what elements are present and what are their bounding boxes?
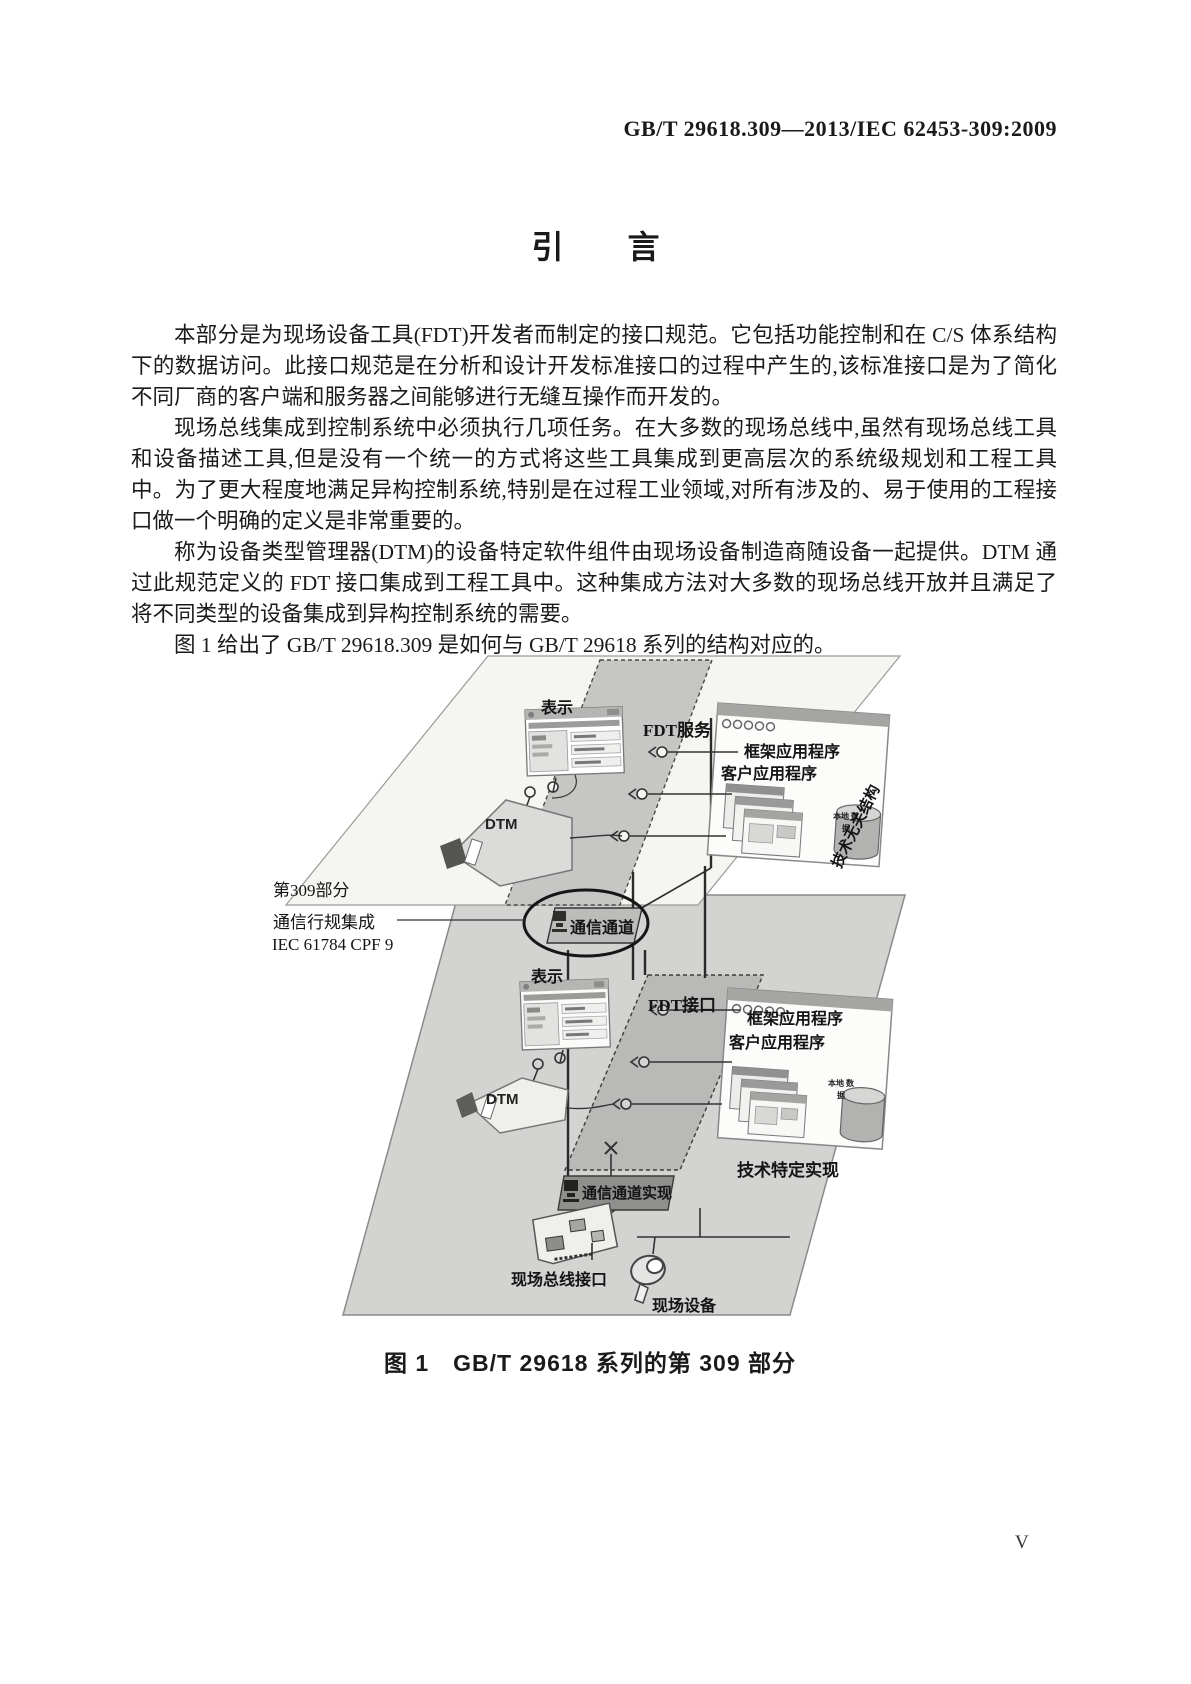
paragraph-3: 称为设备类型管理器(DTM)的设备特定软件组件由现场设备制造商随设备一起提供。D… <box>131 540 1057 626</box>
communication-channel-icon <box>522 888 650 958</box>
channel-implementation-icon <box>557 1175 675 1211</box>
window-link <box>551 774 577 799</box>
lower-local-data-label: 本地 数据 <box>828 1079 854 1100</box>
band-to-channel-line <box>637 867 712 911</box>
upper-frame-application-label: 框架应用程序 <box>744 744 841 761</box>
cascaded-windows-icon <box>722 783 804 858</box>
channel-implementation-label: 通信通道实现 <box>582 1186 673 1202</box>
upper-local-data-label: 本地 数据 <box>833 812 859 833</box>
upper-presentation-label: 表示 <box>541 700 574 717</box>
iec-61784-label: IEC 61784 CPF 9 <box>272 935 394 954</box>
dtm-arrow-icon-upper <box>440 799 573 887</box>
paragraph-2: 现场总线集成到控制系统中必须执行几项任务。在大多数的现场总线中,虽然有现场总线工… <box>131 416 1057 533</box>
lower-presentation-label: 表示 <box>531 969 564 986</box>
page-title: 引 言 <box>531 229 660 265</box>
part-309-label: 第309部分 <box>273 881 350 900</box>
paragraph-4: 图 1 给出了 GB/T 29618.309 是如何与 GB/T 29618 系… <box>174 633 836 657</box>
cascaded-windows-icon-lower <box>729 1065 808 1139</box>
upper-dtm-label: DTM <box>485 816 518 833</box>
figure-1-diagram: 表示 FDT服务 框架应用程序 客户应用程序 DTM 本地 数据 技术无关结构 … <box>270 648 1010 1348</box>
database-cylinder-icon <box>833 804 882 860</box>
interface-lollipop-icons-upper <box>523 746 738 842</box>
field-device-icon <box>630 1254 666 1304</box>
circuit-board-icon <box>531 1202 619 1265</box>
standard-number-header: GB/T 29618.309—2013/IEC 62453-309:2009 <box>623 116 1057 141</box>
frame-application-window-icon <box>706 702 891 868</box>
presentation-window-icon-lower <box>519 978 611 1051</box>
presentation-window-icon <box>524 705 625 777</box>
dtm-band-link-lower <box>565 1103 615 1110</box>
database-cylinder-icon-lower <box>839 1087 886 1143</box>
upper-client-application-label: 客户应用程序 <box>721 766 818 783</box>
figure-caption: 图 1 GB/T 29618 系列的第 309 部分 <box>383 1350 796 1376</box>
lower-client-application-label: 客户应用程序 <box>729 1035 826 1052</box>
fieldbus-interface-label: 现场总线接口 <box>511 1272 608 1289</box>
field-device-label: 现场设备 <box>652 1298 717 1315</box>
frame-application-window-icon-lower <box>716 987 894 1150</box>
tech-specific-label: 技术特定实现 <box>737 1161 839 1180</box>
profile-integration-label: 通信行规集成 <box>273 913 375 932</box>
fdt-interface-label: FDT接口 <box>648 996 716 1015</box>
lower-frame-application-label: 框架应用程序 <box>747 1011 844 1028</box>
page-number: V <box>1015 1532 1029 1553</box>
dtm-band-link <box>569 834 623 839</box>
figure-1-artwork <box>284 655 906 1316</box>
device-connector-lines <box>591 1208 790 1260</box>
lower-dtm-label: DTM <box>486 1091 519 1108</box>
dtm-arrow-icon-lower <box>456 1077 569 1134</box>
introduction-text: 本部分是为现场设备工具(FDT)开发者而制定的接口规范。它包括功能控制和在 C/… <box>131 320 1057 661</box>
paragraph-1: 本部分是为现场设备工具(FDT)开发者而制定的接口规范。它包括功能控制和在 C/… <box>131 323 1057 409</box>
fdt-interface-band <box>563 974 765 1171</box>
interface-lollipop-icons-lower <box>531 1004 740 1176</box>
fdt-services-label: FDT服务 <box>643 721 711 740</box>
communication-channel-label: 通信通道 <box>570 920 635 937</box>
